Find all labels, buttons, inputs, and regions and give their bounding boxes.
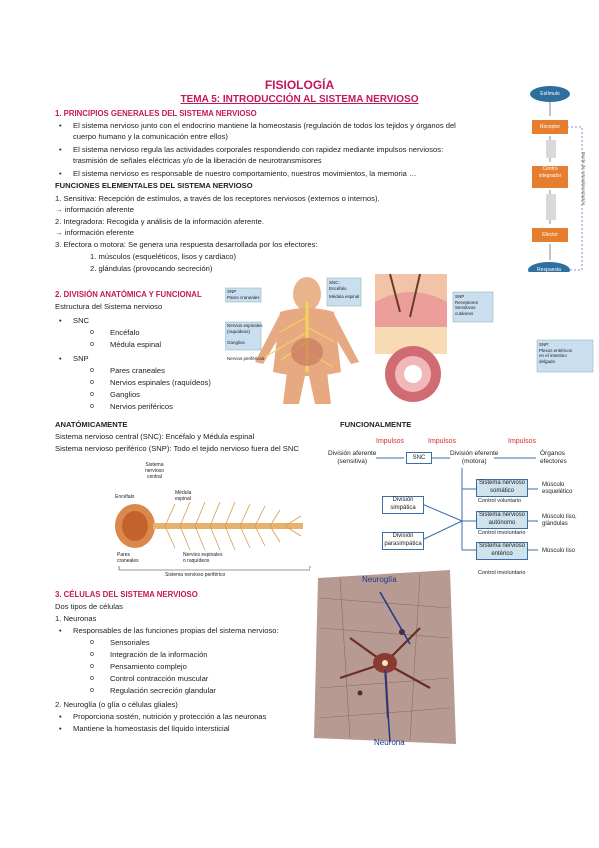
- neuroglia-label: Neuroglía: [362, 575, 397, 584]
- bullet-item: Mantiene la homeostasis del líquido inte…: [73, 724, 230, 733]
- brain-spinal-drawing: [105, 460, 320, 582]
- flow-efferent-bar: [546, 194, 556, 220]
- functional-arrows: [376, 457, 538, 551]
- brain-label: Pares craneales: [117, 552, 139, 564]
- functional-heading: FUNCIONALMENTE: [340, 420, 412, 429]
- page-subtitle: TEMA 5: INTRODUCCIÓN AL SISTEMA NERVIOSO: [180, 94, 419, 105]
- flow-afferent-bar: [546, 140, 556, 158]
- s1-text: El sistema nervioso junto con el endocri…: [73, 121, 456, 132]
- neuron-label: Neurona: [374, 738, 405, 747]
- section-1-heading: 1. PRINCIPIOS GENERALES DEL SISTEMA NERV…: [55, 109, 257, 118]
- impulse-label: Impulsos: [376, 438, 405, 445]
- efferent-division: División eferente (motora): [450, 450, 499, 465]
- bullet-item: Responsables de las funciones propias de…: [73, 626, 279, 635]
- img-label: SNP Pares craneales: [227, 289, 260, 300]
- img-label: Nervios espinales (raquídeos): [227, 323, 263, 334]
- functional-diagram: Impulsos Impulsos Impulsos División afer…: [326, 432, 598, 582]
- feedback-flowchart: Estímulo Receptor Centro integrador Efec…: [520, 82, 598, 282]
- brain-label: Encéfalo: [115, 494, 135, 500]
- img-label: SNP Receptores Sensitivos cutáneos: [455, 294, 479, 316]
- function-subitem: 2. glándulas (provocando secreción): [90, 264, 213, 273]
- sub-item: Integración de la información: [110, 650, 208, 659]
- sub-item: Control contracción muscular: [110, 674, 208, 683]
- section-2-heading: 2. DIVISIÓN ANATÓMICA Y FUNCIONAL: [55, 290, 202, 299]
- section-3-heading: 3. CÉLULAS DEL SISTEMA NERVIOSO: [55, 590, 198, 599]
- bullet-item: El sistema nervioso junto con el endocri…: [73, 121, 456, 130]
- effector-organs: Órganos efectores: [540, 450, 567, 465]
- control-label: Control voluntario: [478, 498, 522, 504]
- s3-intro: Dos tipos de células: [55, 602, 123, 611]
- sympathetic-box: División simpática: [382, 496, 424, 514]
- anat-text: Sistema nervioso central (SNC): Encéfalo…: [55, 432, 255, 441]
- page-title: FISIOLOGÍA: [264, 78, 335, 92]
- flow-effector: Efector: [532, 228, 568, 242]
- function-item: 3. Efectora o motora: Se genera una resp…: [55, 240, 318, 249]
- effector-label: Músculo esquelético: [542, 482, 573, 495]
- flow-integrator: Centro integrador: [532, 166, 568, 188]
- s3-item: 1. Neuronas: [55, 614, 97, 623]
- function-subitem: 1. músculos (esqueléticos, lisos y cardi…: [90, 252, 237, 261]
- s1-text: cuerpo humano y la comunicación entre el…: [73, 132, 228, 141]
- parasympathetic-box: División parasimpática: [382, 532, 424, 550]
- sub-item: Pensamiento complejo: [110, 662, 187, 671]
- snc-box: SNC: [406, 452, 432, 464]
- s1-text: trasmisión de señales eléctricas y/o de …: [73, 156, 322, 165]
- function-item: 1. Sensitiva: Recepción de estímulos, a …: [55, 194, 380, 203]
- micrograph-drawing: [310, 568, 460, 750]
- img-label: Médula espinal: [329, 294, 360, 299]
- enteric-box: Sistema nervioso entérico: [476, 542, 528, 560]
- bullet-item: SNP: [73, 354, 89, 363]
- sub-item: Médula espinal: [110, 340, 161, 349]
- sub-item: Ganglios: [110, 390, 140, 399]
- afferent-division: División aferente (sensitiva): [328, 450, 377, 465]
- bullet-item: El sistema nervioso es responsable de nu…: [73, 169, 417, 178]
- somatic-box: Sistema nervioso somático: [476, 479, 528, 497]
- anat-text: Sistema nervioso periférico (SNP): Todo …: [55, 444, 299, 453]
- img-label: Nervios periféricos: [227, 356, 265, 361]
- body-figure: [225, 272, 595, 404]
- img-label: SNP: Plexos entéricos en el intestino de…: [539, 342, 573, 364]
- brain-label: Sistema nervioso periférico: [165, 572, 226, 578]
- bullet-item: El sistema nervioso regula las actividad…: [73, 145, 443, 154]
- function-item: → información aferente: [55, 205, 134, 214]
- sub-item: Pares craneales: [110, 366, 165, 375]
- img-label: SNC: Encéfalo: [329, 280, 347, 291]
- autonomic-box: Sistema nervioso autónomo: [476, 511, 528, 529]
- anatomical-heading: ANATÓMICAMENTE: [55, 420, 128, 429]
- function-item: 2. Integradora: Recogida y análisis de l…: [55, 217, 264, 226]
- control-label: Control involuntario: [478, 530, 526, 536]
- control-label: Control involuntario: [478, 570, 526, 576]
- bullet-item: SNC: [73, 316, 89, 325]
- flow-receptor: Receptor: [532, 120, 568, 134]
- effector-label: Músculo liso, glándulas: [542, 514, 577, 527]
- sub-item: Nervios periféricos: [110, 402, 173, 411]
- sub-item: Sensoriales: [110, 638, 150, 647]
- neuron-micrograph: Neuroglía Neurona: [310, 568, 460, 750]
- brain-label: Médula espinal: [175, 490, 192, 502]
- brain-label: Nervios espinales o raquídeos: [183, 552, 223, 564]
- sub-item: Regulación secreción glandular: [110, 686, 216, 695]
- effector-label: Músculo liso: [542, 548, 576, 554]
- flow-stimulus: Estímulo: [530, 86, 570, 102]
- brain-label: Sistema nervioso central: [145, 462, 164, 480]
- bullet-item: Proporciona sostén, nutrición y protecci…: [73, 712, 266, 721]
- s2-intro: Estructura del Sistema nervioso: [55, 302, 163, 311]
- sub-item: Encéfalo: [110, 328, 140, 337]
- functions-heading: FUNCIONES ELEMENTALES DEL SISTEMA NERVIO…: [55, 181, 253, 190]
- impulse-label: Impulsos: [508, 438, 537, 445]
- flow-side-label: Bucle de retroalimentación: [581, 152, 586, 206]
- nervous-system-illustration: SNP Pares craneales SNC: Encéfalo Médula…: [225, 272, 595, 404]
- img-label: Ganglios: [227, 340, 245, 345]
- impulse-label: Impulsos: [428, 438, 457, 445]
- function-item: → información eferente: [55, 228, 134, 237]
- brain-spinal-illustration: Sistema nervioso central Encéfalo Médula…: [105, 460, 320, 582]
- s3-item: 2. Neuroglía (o glía o células gliales): [55, 700, 178, 709]
- sub-item: Nervios espinales (raquídeos): [110, 378, 211, 387]
